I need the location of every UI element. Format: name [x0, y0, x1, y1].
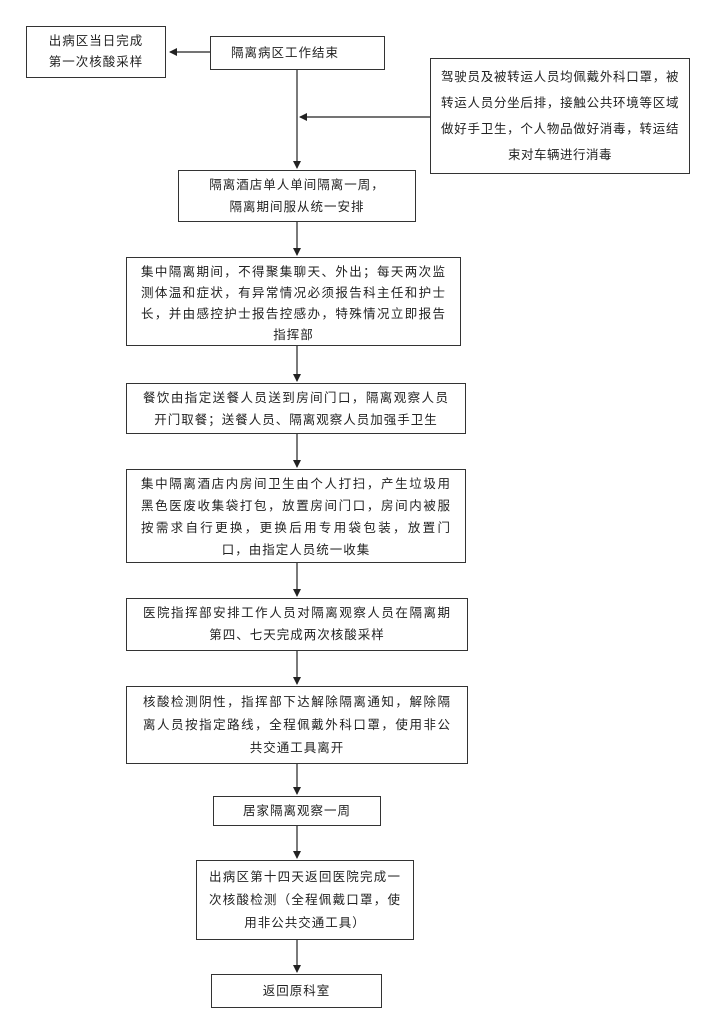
node-hotel-isolation: 隔离酒店单人单间隔离一周， 隔离期间服从统一安排	[178, 170, 416, 222]
node-isolation-monitoring: 集中隔离期间，不得聚集聊天、外出；每天两次监测体温和症状，有异常情况必须报告科主…	[126, 257, 461, 346]
node-return-department: 返回原科室	[211, 974, 382, 1008]
node-home-isolation: 居家隔离观察一周	[213, 796, 381, 826]
node-nucleic-sampling: 医院指挥部安排工作人员对隔离观察人员在隔离期第四、七天完成两次核酸采样	[126, 598, 468, 651]
node-transport-precautions: 驾驶员及被转运人员均佩戴外科口罩，被转运人员分坐后排，接触公共环境等区域做好手卫…	[430, 58, 690, 174]
node-ward-work-end: 隔离病区工作结束	[210, 36, 385, 70]
node-room-cleaning: 集中隔离酒店内房间卫生由个人打扫，产生垃圾用黑色医废收集袋打包，放置房间门口，房…	[126, 469, 466, 563]
node-day14-test: 出病区第十四天返回医院完成一次核酸检测（全程佩戴口罩，使用非公共交通工具）	[196, 860, 414, 940]
node-release-isolation: 核酸检测阴性，指挥部下达解除隔离通知，解除隔离人员按指定路线，全程佩戴外科口罩，…	[126, 686, 468, 764]
node-meal-delivery: 餐饮由指定送餐人员送到房间门口，隔离观察人员开门取餐；送餐人员、隔离观察人员加强…	[126, 383, 466, 434]
node-first-sampling: 出病区当日完成 第一次核酸采样	[26, 26, 166, 78]
